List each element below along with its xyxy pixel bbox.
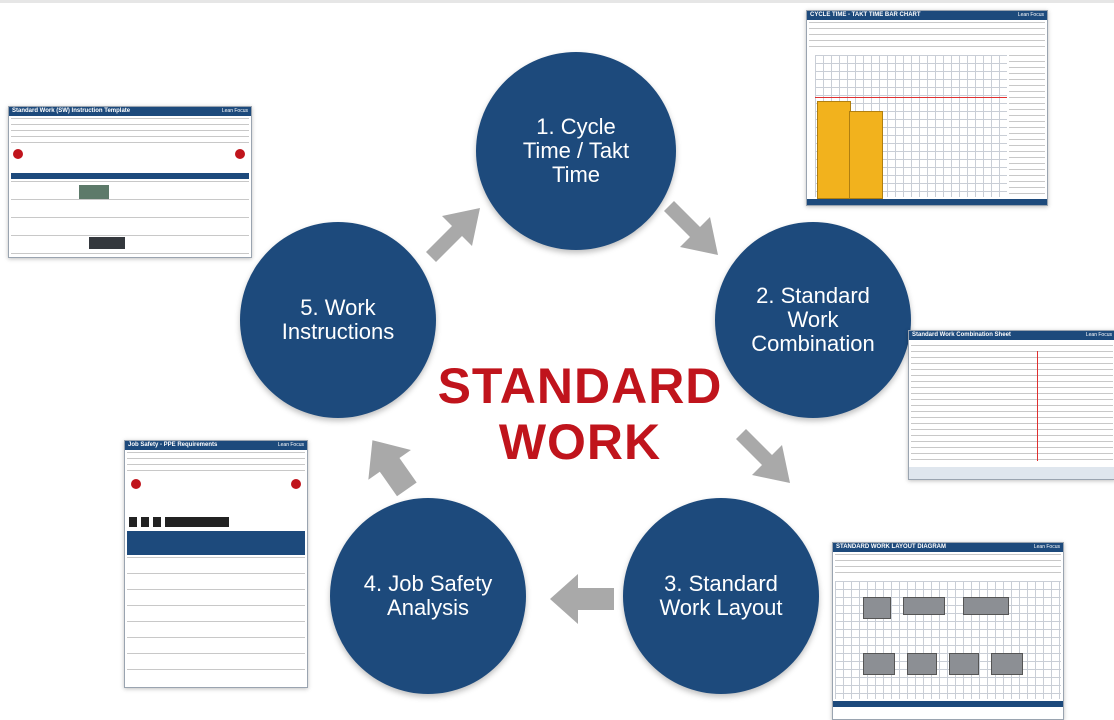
thumbnail-title: CYCLE TIME - TAKT TIME BAR CHART — [810, 12, 921, 18]
warning-icon — [291, 479, 301, 489]
takt-time-line — [815, 97, 1007, 98]
job-safety-thumbnail: Job Safety - PPE Requirements Lean Focus — [124, 440, 308, 688]
table-header — [127, 531, 305, 555]
thumbnail-title: Job Safety - PPE Requirements — [128, 442, 218, 448]
title-line-1: STANDARD — [437, 358, 723, 414]
footer-row — [909, 467, 1114, 479]
arrow-1-to-2 — [664, 201, 718, 255]
step-4-label: 4. Job Safety Analysis — [363, 571, 493, 620]
step-photo — [79, 185, 109, 199]
thumbnail-header: Standard Work (SW) Instruction Template … — [9, 107, 251, 116]
warning-icon — [235, 149, 245, 159]
table-rows — [127, 557, 305, 685]
workstation-box — [903, 597, 945, 615]
ppe-icons — [129, 517, 229, 527]
step-1-label: 1. Cycle Time / Takt Time — [522, 114, 630, 187]
center-title: STANDARD WORK — [380, 358, 780, 470]
step-3-label: 3. Standard Work Layout — [659, 571, 783, 620]
thumbnail-header: CYCLE TIME - TAKT TIME BAR CHART Lean Fo… — [807, 11, 1047, 20]
footer-bar — [807, 199, 1047, 205]
form-fields — [835, 554, 1061, 578]
thumbnail-title: Standard Work (SW) Instruction Template — [12, 108, 131, 114]
footer-bar — [833, 701, 1063, 707]
arrow-2-to-3 — [736, 429, 790, 483]
warning-icon — [13, 149, 23, 159]
step-photo — [89, 237, 125, 249]
workstation-box — [991, 653, 1023, 675]
workstation-box — [963, 597, 1009, 615]
thumbnail-title: STANDARD WORK LAYOUT DIAGRAM — [836, 544, 946, 550]
form-fields — [11, 118, 249, 148]
brand-label: Lean Focus — [1085, 332, 1112, 338]
step-1-circle: 1. Cycle Time / Takt Time — [476, 52, 676, 250]
form-fields — [127, 452, 305, 476]
thumbnail-header: Job Safety - PPE Requirements Lean Focus — [125, 441, 307, 450]
arrow-5-to-1 — [426, 208, 480, 262]
brand-label: Lean Focus — [1033, 544, 1060, 550]
step-5-label: 5. Work Instructions — [281, 295, 395, 344]
workstation-box — [949, 653, 979, 675]
work-instructions-thumbnail: Standard Work (SW) Instruction Template … — [8, 106, 252, 258]
step-2-circle: 2. Standard Work Combination — [715, 222, 911, 418]
thumbnail-header: Standard Work Combination Sheet Lean Foc… — [909, 331, 1114, 340]
brand-label: Lean Focus — [1017, 12, 1044, 18]
workstation-box — [863, 597, 891, 619]
step-2-label: 2. Standard Work Combination — [751, 283, 875, 356]
warning-icon — [131, 479, 141, 489]
table-header — [11, 173, 249, 179]
cycle-bar-1 — [817, 101, 851, 199]
thumbnail-title: Standard Work Combination Sheet — [912, 332, 1011, 338]
form-fields — [809, 22, 1045, 52]
brand-label: Lean Focus — [221, 108, 248, 114]
title-line-2: WORK — [498, 414, 662, 470]
arrow-3-to-4 — [550, 574, 614, 624]
step-4-circle: 4. Job Safety Analysis — [330, 498, 526, 694]
brand-label: Lean Focus — [277, 442, 304, 448]
side-panel — [1009, 55, 1045, 197]
sheet-rows — [911, 345, 1113, 463]
step-3-circle: 3. Standard Work Layout — [623, 498, 819, 694]
table-rows — [11, 181, 249, 255]
arrow-4-to-5 — [368, 440, 417, 497]
workstation-box — [863, 653, 895, 675]
thumbnail-header: STANDARD WORK LAYOUT DIAGRAM Lean Focus — [833, 543, 1063, 552]
cycle-time-chart-thumbnail: CYCLE TIME - TAKT TIME BAR CHART Lean Fo… — [806, 10, 1048, 206]
time-axis-line — [1037, 351, 1038, 461]
top-border — [0, 0, 1114, 3]
cycle-bar-2 — [849, 111, 883, 199]
step-5-circle: 5. Work Instructions — [240, 222, 436, 418]
combination-sheet-thumbnail: Standard Work Combination Sheet Lean Foc… — [908, 330, 1114, 480]
workstation-box — [907, 653, 937, 675]
layout-diagram-thumbnail: STANDARD WORK LAYOUT DIAGRAM Lean Focus — [832, 542, 1064, 720]
